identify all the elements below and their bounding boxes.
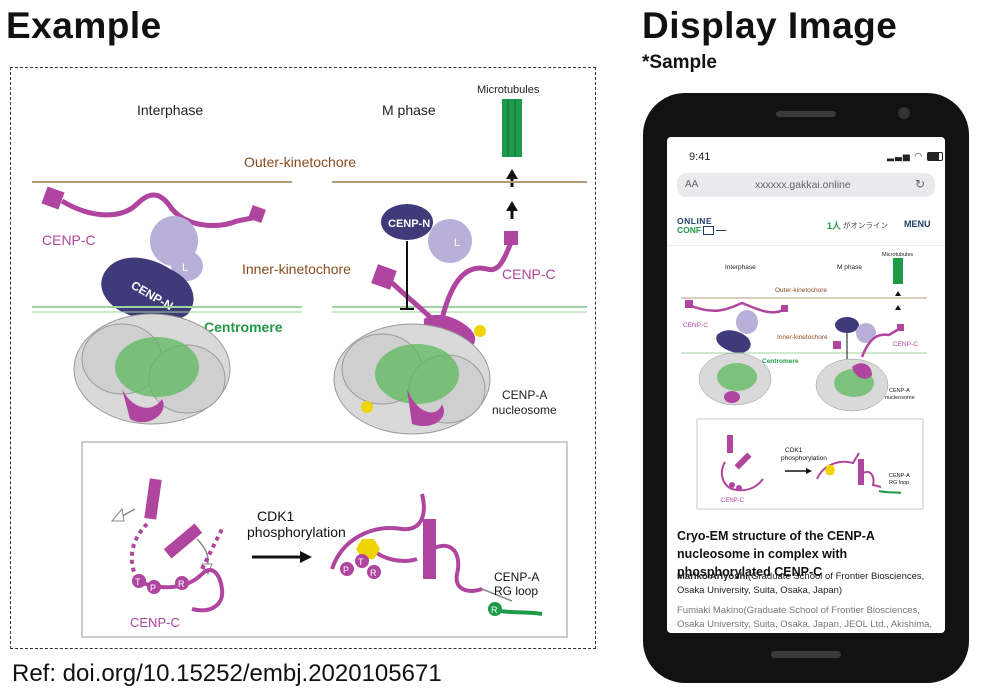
l-mphase-label: L bbox=[454, 237, 460, 249]
m-phase-label: M phase bbox=[382, 102, 436, 118]
phone-camera bbox=[898, 107, 910, 119]
l-domain-shape-2 bbox=[171, 251, 203, 281]
online-label: がオンライン bbox=[843, 221, 888, 230]
cenp-n-mphase-shape bbox=[381, 204, 433, 240]
cdk1-label: CDK1 bbox=[257, 508, 295, 524]
logo-lines-icon bbox=[716, 230, 727, 231]
example-heading: Example bbox=[6, 5, 162, 46]
cenp-c-interphase-shape bbox=[41, 186, 266, 228]
inset-r-label: R bbox=[178, 579, 185, 589]
logo-bottom: CONF bbox=[677, 225, 702, 235]
outer-kinetochore-label: Outer-kinetochore bbox=[244, 154, 356, 170]
l-mphase-shape bbox=[428, 219, 472, 263]
wifi-icon: ◠ bbox=[914, 151, 924, 161]
mini-phosphorylation-label: phosphorylation bbox=[781, 455, 827, 462]
phone-screen: 9:41 ▂▃▅ ◠ AA xxxxxx.gakkai.online ↻ ONL… bbox=[667, 137, 945, 633]
sample-subheading: *Sample bbox=[642, 52, 717, 73]
cenp-n-mphase-label: CENP-N bbox=[388, 218, 430, 230]
display-image-heading: Display Image bbox=[642, 5, 898, 46]
mini-outer-kinetochore-label: Outer-kinetochore bbox=[775, 287, 827, 294]
nucleosome-left-shape bbox=[73, 313, 231, 425]
mini-inner-kinetochore-label: Inner-kinetochore bbox=[777, 334, 828, 341]
logo-mark-icon bbox=[703, 226, 715, 235]
logo-top: ONLINE bbox=[677, 216, 713, 226]
cenp-a-label: CENP-A bbox=[502, 388, 547, 402]
site-header: ONLINE CONF 1人 がオンライン MENU bbox=[667, 205, 945, 246]
centromere-label: Centromere bbox=[204, 319, 283, 335]
example-figure: Interphase M phase Microtubules Outer-ki… bbox=[32, 84, 587, 638]
url-text: xxxxxx.gakkai.online bbox=[755, 179, 851, 191]
nucleosome-label: nucleosome bbox=[492, 403, 557, 417]
mini-m-phase-label: M phase bbox=[837, 264, 862, 271]
mini-cenp-a-rg-label: CENP-A bbox=[889, 473, 910, 479]
status-icons: ▂▃▅ ◠ bbox=[887, 151, 943, 162]
phone-home-bar bbox=[771, 651, 841, 658]
inset-p-label: P bbox=[150, 583, 156, 593]
microtubule-shape bbox=[502, 99, 522, 157]
article-figure-thumbnail[interactable]: Interphase M phase Microtubules Outer-ki… bbox=[677, 247, 935, 515]
inset-right-p-label: P bbox=[343, 565, 349, 575]
site-logo[interactable]: ONLINE CONF bbox=[677, 216, 727, 235]
mini-interphase-label: Interphase bbox=[725, 264, 756, 271]
up-arrow-icon bbox=[506, 169, 518, 219]
l-label: L bbox=[182, 262, 188, 274]
phosphorylation-label: phosphorylation bbox=[247, 524, 346, 540]
mini-cenp-a-label: CENP-A bbox=[889, 388, 910, 394]
inset-cenp-c-unphosphorylated bbox=[110, 478, 225, 613]
interphase-label: Interphase bbox=[137, 102, 203, 118]
author-second: Fumiaki Makino(Graduate School of Fronti… bbox=[677, 605, 933, 630]
mini-nucleosome-label: nucleosome bbox=[885, 395, 915, 401]
cenp-c-interphase-label: CENP-C bbox=[42, 232, 96, 248]
text-size-button[interactable]: AA bbox=[685, 179, 699, 190]
inset-cenp-c-phosphorylated bbox=[330, 493, 543, 616]
phone-frame: 9:41 ▂▃▅ ◠ AA xxxxxx.gakkai.online ↻ ONL… bbox=[643, 93, 969, 683]
inset-right-r-label: R bbox=[370, 568, 377, 578]
battery-icon bbox=[926, 152, 943, 162]
status-time: 9:41 bbox=[689, 151, 711, 163]
url-bar[interactable]: AA xxxxxx.gakkai.online ↻ bbox=[677, 173, 935, 197]
signal-icon: ▂▃▅ bbox=[887, 151, 911, 161]
cenp-n-interphase-shape bbox=[101, 257, 194, 322]
mini-microtubules-label: Microtubules bbox=[882, 252, 913, 258]
right-arrow-icon bbox=[252, 551, 312, 563]
reload-icon[interactable]: ↻ bbox=[915, 177, 926, 191]
microtubules-label: Microtubules bbox=[477, 84, 540, 96]
inset-green-r-label: R bbox=[491, 605, 498, 615]
inner-kinetochore-label: Inner-kinetochore bbox=[242, 261, 351, 277]
mini-cenp-c-label: CENP-C bbox=[683, 322, 708, 329]
author-main-affiliation: (Graduate School of Frontier Biosciences… bbox=[677, 571, 925, 596]
mini-inset-cenp-c-label: CENP-C bbox=[721, 498, 745, 504]
inset-cenp-a-label: CENP-A bbox=[494, 570, 539, 584]
reference-doi: Ref: doi.org/10.15252/embj.2020105671 bbox=[12, 660, 442, 687]
article-title[interactable]: Cryo-EM structure of the CENP-A nucleoso… bbox=[677, 529, 875, 579]
nucleosome-right-shape bbox=[333, 323, 491, 435]
author-main-name: Mariko Ariyoshi bbox=[677, 571, 748, 582]
inset-box bbox=[81, 441, 568, 638]
menu-button[interactable]: MENU bbox=[904, 219, 931, 229]
phone-speaker bbox=[776, 111, 836, 117]
online-count: 1人 bbox=[827, 221, 842, 231]
example-frame bbox=[10, 67, 596, 649]
cenp-c-mphase-label: CENP-C bbox=[502, 266, 556, 282]
inset-right-t-label: T bbox=[358, 557, 364, 567]
inset-cenp-c-label: CENP-C bbox=[130, 615, 180, 630]
inset-rg-loop-label: RG loop bbox=[494, 584, 538, 598]
mini-rg-loop-label: RG loop bbox=[889, 480, 909, 486]
inset-t-label: T bbox=[135, 577, 141, 587]
mini-cdk1-label: CDK1 bbox=[785, 447, 803, 454]
mini-cenp-c-mphase-label: CENP-C bbox=[893, 341, 918, 348]
mini-centromere-label: Centromere bbox=[762, 358, 799, 365]
author-main: Mariko Ariyoshi(Graduate School of Front… bbox=[677, 570, 939, 598]
